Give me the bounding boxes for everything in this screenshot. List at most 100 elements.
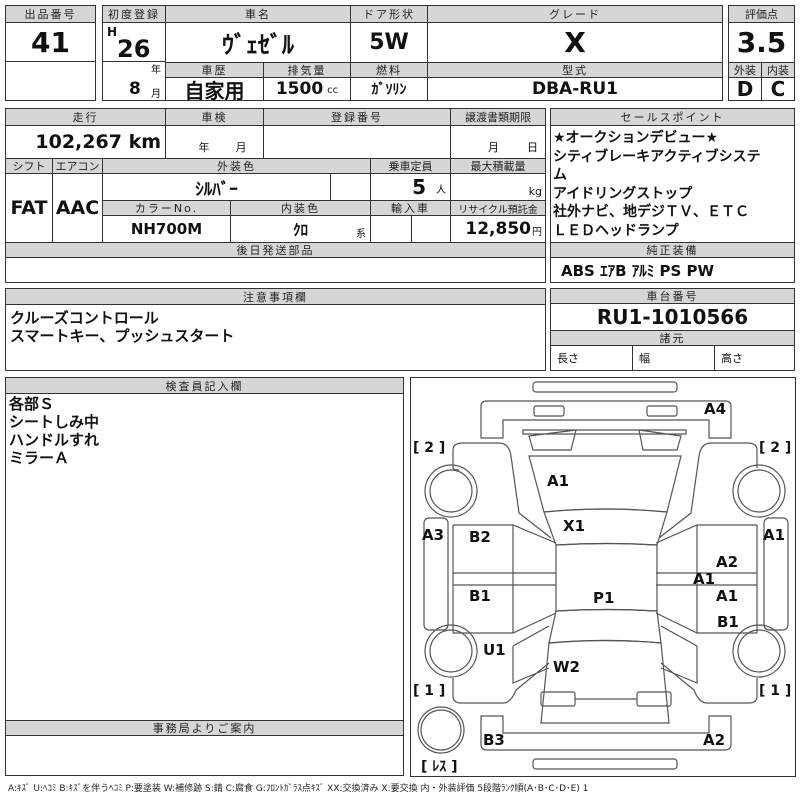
tire-front-left: [ 2 ] bbox=[413, 440, 446, 456]
inspector-label: 検査員記入欄 bbox=[5, 377, 404, 394]
cc-unit: cc bbox=[327, 85, 339, 96]
width: 幅 bbox=[632, 345, 715, 371]
sales-line: アイドリングストップ bbox=[553, 185, 693, 202]
sales-line: シティブレーキアクティブシステ bbox=[553, 148, 761, 165]
km-unit: km bbox=[128, 131, 161, 153]
recycle-value: 12,850 bbox=[465, 219, 531, 239]
height: 高さ bbox=[714, 345, 795, 371]
era: H bbox=[107, 25, 118, 39]
lot-number: 41 bbox=[5, 22, 96, 62]
door-label: ドア形状 bbox=[350, 5, 428, 23]
mark-left-sill: A3 bbox=[422, 526, 445, 544]
mark-left-rear-door: B1 bbox=[469, 587, 491, 605]
fuel-label: 燃料 bbox=[350, 62, 428, 78]
notes-box bbox=[5, 304, 546, 371]
mark-right-pillar: A1 bbox=[693, 570, 716, 588]
legend: A:ｷｽﾞ U:ﾍｺﾐ B:ｷｽﾞを伴うﾍｺﾐ P:要塗装 W:補修跡 S:錆 … bbox=[8, 784, 589, 794]
shift-label: シフト bbox=[5, 158, 53, 174]
rear-glass bbox=[548, 608, 662, 644]
later-parts bbox=[5, 257, 546, 283]
mark-right-sill: A1 bbox=[763, 526, 786, 544]
inspector-line: 各部Ｓ bbox=[9, 395, 55, 413]
score-label: 評価点 bbox=[728, 5, 795, 23]
divider bbox=[102, 61, 166, 62]
mark-right-rear-door-2: B1 bbox=[717, 613, 739, 631]
headlight-right bbox=[646, 405, 678, 417]
grade: X bbox=[427, 22, 723, 63]
transfer-label: 譲渡書類期限 bbox=[450, 108, 546, 126]
tire-rear-right: [ 1 ] bbox=[759, 683, 792, 699]
rear-bumper bbox=[480, 715, 732, 751]
model-label: 型式 bbox=[427, 62, 723, 78]
yen-unit: 円 bbox=[532, 227, 542, 238]
tire-rear-left: [ 1 ] bbox=[413, 683, 446, 699]
mileage-label: 走行 bbox=[5, 108, 166, 126]
length: 長さ bbox=[550, 345, 633, 371]
mark-left-front-door: B2 bbox=[469, 528, 491, 546]
year-unit: 年 bbox=[198, 141, 210, 154]
equipment: ABS ｴｱB ｱﾙﾐ PS PW bbox=[550, 257, 795, 283]
year-unit: 年 bbox=[151, 65, 161, 76]
notes-lines: クルーズコントロール スマートキー、プッシュスタート bbox=[10, 309, 234, 345]
mark-right-front-door: A2 bbox=[716, 553, 739, 571]
sales-line: 社外ナビ、地デジＴＶ、ＥＴＣ bbox=[553, 204, 749, 220]
tire-front-right: [ 2 ] bbox=[759, 440, 792, 456]
capacity-value: 5 bbox=[412, 175, 426, 199]
lot-label: 出品番号 bbox=[5, 5, 96, 23]
left-doors bbox=[452, 524, 557, 634]
headlight-left bbox=[533, 405, 565, 417]
trunk bbox=[540, 639, 670, 724]
note-line: スマートキー、プッシュスタート bbox=[10, 327, 235, 345]
right-front-fender bbox=[658, 442, 758, 539]
rear-bar bbox=[532, 758, 678, 770]
car-name-label: 車名 bbox=[165, 5, 351, 23]
model-code: DBA-RU1 bbox=[427, 77, 723, 101]
front-bumper bbox=[480, 400, 732, 439]
mark-trunk: W2 bbox=[553, 658, 580, 676]
inspector-lines: 各部Ｓ シートしみ中 ハンドルすれ ミラーＡ bbox=[9, 395, 99, 467]
sales-line: ＬＥＤヘッドランプ bbox=[553, 222, 679, 239]
max-load: kg bbox=[450, 173, 546, 201]
sales-label: セールスポイント bbox=[550, 108, 795, 126]
chassis-number: RU1-1010566 bbox=[550, 303, 795, 331]
inspector-line: シートしみ中 bbox=[9, 413, 100, 431]
equipment-label: 純正装備 bbox=[550, 242, 795, 258]
month-unit: 月 bbox=[235, 141, 247, 154]
later-parts-label: 後日発送部品 bbox=[5, 242, 546, 258]
int-color: ｸﾛ系 bbox=[230, 215, 371, 243]
inspector-box bbox=[5, 393, 404, 721]
color-no: NH700M bbox=[102, 215, 231, 243]
reg-year: 26 bbox=[117, 35, 151, 63]
reg-no-label: 登録番号 bbox=[263, 108, 451, 126]
first-reg-label: 初度登録 bbox=[102, 5, 166, 23]
sales-lines: ★オークションデビュー★ シティブレーキアクティブシステ ム アイドリングストッ… bbox=[553, 129, 761, 240]
mark-right-rear-door: A1 bbox=[716, 587, 739, 605]
mark-roof: P1 bbox=[593, 589, 615, 607]
score-value: 3.5 bbox=[728, 22, 795, 63]
fuel: ｶﾞｿﾘﾝ bbox=[350, 77, 428, 101]
mark-hood: A1 bbox=[547, 472, 570, 490]
mark-left-rear-fender: U1 bbox=[483, 641, 506, 659]
month-unit: 月 bbox=[151, 89, 161, 100]
interior-label: 内装 bbox=[761, 62, 795, 78]
import-label: 輸入車 bbox=[370, 200, 451, 216]
chassis-label: 車台番号 bbox=[550, 288, 795, 304]
note-line: クルーズコントロール bbox=[10, 309, 159, 327]
inspector-line: ミラーＡ bbox=[9, 449, 70, 467]
right-doors bbox=[655, 524, 758, 634]
ac-label: エアコン bbox=[52, 158, 103, 174]
car-outline bbox=[417, 381, 789, 770]
left-rear-fender bbox=[452, 625, 550, 704]
mileage: 102,267 km bbox=[5, 125, 166, 159]
right-rear-fender bbox=[660, 625, 758, 704]
inspector-line: ハンドルすれ bbox=[9, 431, 100, 449]
mark-front-bumper: A4 bbox=[704, 400, 727, 418]
history: 自家用 bbox=[165, 77, 264, 101]
sales-line: ★オークションデビュー★ bbox=[553, 130, 719, 146]
mark-rear-bumper-right: A2 bbox=[703, 731, 726, 749]
exterior-label: 外装 bbox=[728, 62, 762, 78]
month-unit: 月 bbox=[488, 141, 499, 154]
left-front-fender bbox=[452, 442, 552, 539]
person-unit: 人 bbox=[436, 185, 446, 196]
